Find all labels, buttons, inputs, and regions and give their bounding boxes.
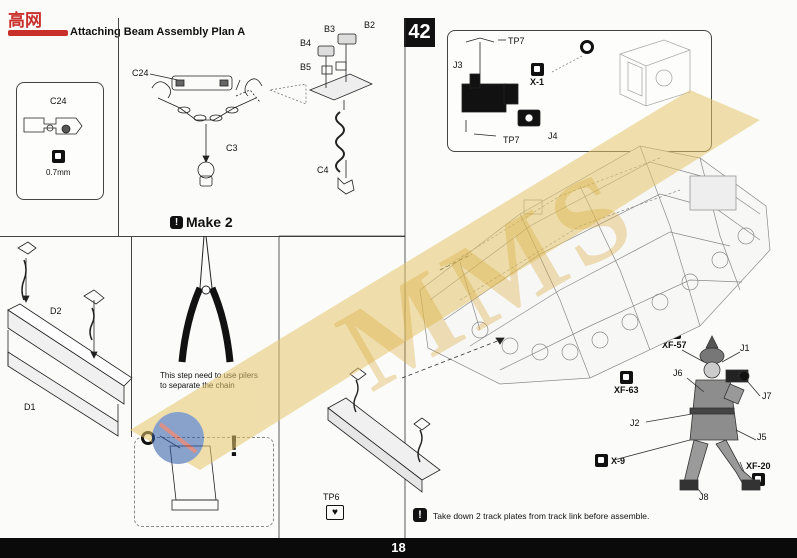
label-j5: J5 [757,432,767,442]
exclamation-icon: ! [170,215,183,229]
pedal-drawing [461,37,691,137]
label-b4: B4 [300,38,312,48]
code-x9-label: X-9 [611,455,626,466]
watermark-graphic [130,90,760,470]
code-xf63: XF-63 [614,371,639,395]
label-j3: J3 [453,60,463,70]
chain-drawing [151,75,263,187]
label-j7: J7 [762,391,772,401]
broken-part-icon: ♥ [326,505,344,520]
drill-size: 0.7mm [46,168,71,177]
label-b5: B5 [300,62,312,72]
code-xf63-label: XF-63 [614,385,639,395]
code-x9-icon [595,454,608,467]
pliers-note-line2: to separate the chain [160,381,235,390]
label-c4: C4 [317,165,329,175]
c24-detail-box [16,82,104,200]
label-b2: B2 [364,20,376,30]
label-j8: J8 [699,492,709,502]
code-x1-label: X-1 [530,77,545,87]
logo-bar [8,30,68,36]
label-c24: C24 [132,68,149,78]
code-x9: X-9 [595,454,625,467]
code-xf20-label: XF-20 [746,461,771,471]
bracket-parts-drawing [308,33,373,195]
c24-detail-label: C24 [50,96,67,106]
label-j1: J1 [740,343,750,353]
label-d2: D2 [50,306,62,316]
instruction-line-art [7,18,771,538]
label-b3: B3 [324,24,336,34]
label-d1: D1 [24,402,36,412]
code-x1-icon [530,63,544,76]
page-number: 18 [391,540,406,555]
code-xf63-icon [619,371,633,384]
code-xf57-label: XF-57 [662,340,687,350]
c24-part-drawing [23,117,83,135]
label-j6: J6 [673,368,683,378]
step-title: Attaching Beam Assembly Plan A [70,26,246,38]
chain-assembly-frame [118,18,407,237]
logo-text: 高网 [8,11,42,31]
code-x1-box: X-1 [530,63,544,87]
label-tp7-top: TP7 [508,36,525,46]
beam-assembly-frame [0,236,132,437]
site-logo: 高网 [4,4,72,40]
track-beam-drawing [327,367,441,493]
soldier-figure-drawing [613,335,761,495]
beam-drawing [7,241,133,437]
label-c3: C3 [226,143,238,153]
footer-bar [0,538,797,558]
drill-icon [52,150,65,163]
drill-icon-box [52,150,65,163]
step-number: 42 [404,18,435,47]
label-tp6: TP6 [323,492,340,502]
label-j2: J2 [630,418,640,428]
label-tp7-bottom: TP7 [503,135,520,145]
pliers-drawing [178,235,234,363]
note-exclamation-icon: ! [413,508,427,522]
track-note: Take down 2 track plates from track link… [433,511,650,521]
make-count: Make 2 [186,214,233,230]
pliers-note-line1: This step need to use pilers [160,371,258,380]
label-j4: J4 [548,131,558,141]
make-count-group: ! Make 2 [170,214,233,230]
zoom-icon-right [580,40,594,54]
